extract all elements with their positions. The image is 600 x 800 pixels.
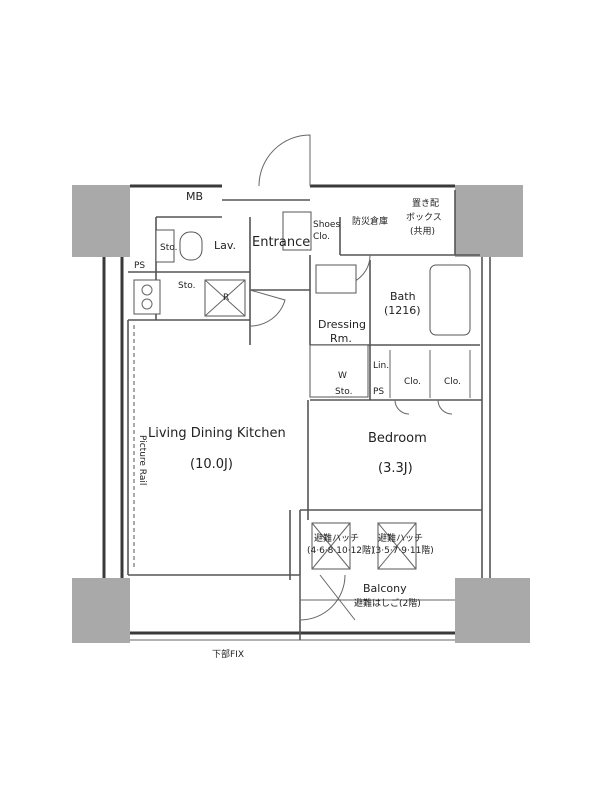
column-top-left xyxy=(72,185,130,257)
room-bedroom: Bedroom xyxy=(368,431,427,446)
room-balcony: Balcony xyxy=(363,582,407,595)
label-shoes-2: Clo. xyxy=(313,232,330,242)
room-lav: Lav. xyxy=(214,239,236,252)
label-lin: Lin. xyxy=(373,361,389,371)
room-ldk-size: (10.0J) xyxy=(190,457,233,472)
room-dressing-1: Dressing xyxy=(318,318,366,331)
room-dressing-2: Rm. xyxy=(330,332,352,345)
room-entrance: Entrance xyxy=(252,235,310,250)
label-r: R xyxy=(223,293,229,303)
label-picture-rail: Picture Rail xyxy=(137,435,147,485)
label-sto-wash: Sto. xyxy=(335,387,352,397)
label-hatch-left-1: 避難ハッチ xyxy=(314,532,359,544)
label-hatch-right-2: (3·5·7·9·11階) xyxy=(372,545,434,556)
interior-walls xyxy=(127,190,482,640)
label-w: W xyxy=(338,371,347,381)
label-sto-kitchen: Sto. xyxy=(178,281,195,291)
label-hatch-right-1: 避難ハッチ xyxy=(378,532,423,544)
label-sto-toilet: Sto. xyxy=(160,243,177,253)
label-shoes-1: Shoes xyxy=(313,220,340,230)
label-oki-3: (共用) xyxy=(410,226,435,237)
label-mb: MB xyxy=(186,190,203,203)
label-oki-1: 置き配 xyxy=(412,198,439,209)
label-ladder: 避難はしご(2階) xyxy=(354,597,421,609)
label-ps-right: PS xyxy=(373,387,384,397)
column-bottom-right xyxy=(455,578,530,643)
room-bath-size: (1216) xyxy=(384,304,421,317)
label-ps-left: PS xyxy=(134,261,145,271)
room-bedroom-size: (3.3J) xyxy=(378,461,413,476)
label-hatch-left-2: (4·6·8·10·12階) xyxy=(307,545,375,556)
room-ldk: Living Dining Kitchen xyxy=(148,426,286,441)
column-bottom-left xyxy=(72,578,130,643)
label-oki-2: ボックス xyxy=(406,212,442,223)
outer-walls xyxy=(102,184,491,641)
label-bosai: 防災倉庫 xyxy=(352,215,388,227)
label-clo-1: Clo. xyxy=(404,377,421,387)
label-clo-2: Clo. xyxy=(444,377,461,387)
room-bath: Bath xyxy=(390,290,416,303)
column-top-right xyxy=(455,185,523,257)
label-fix: 下部FIX xyxy=(212,648,244,660)
fixtures xyxy=(133,211,471,570)
